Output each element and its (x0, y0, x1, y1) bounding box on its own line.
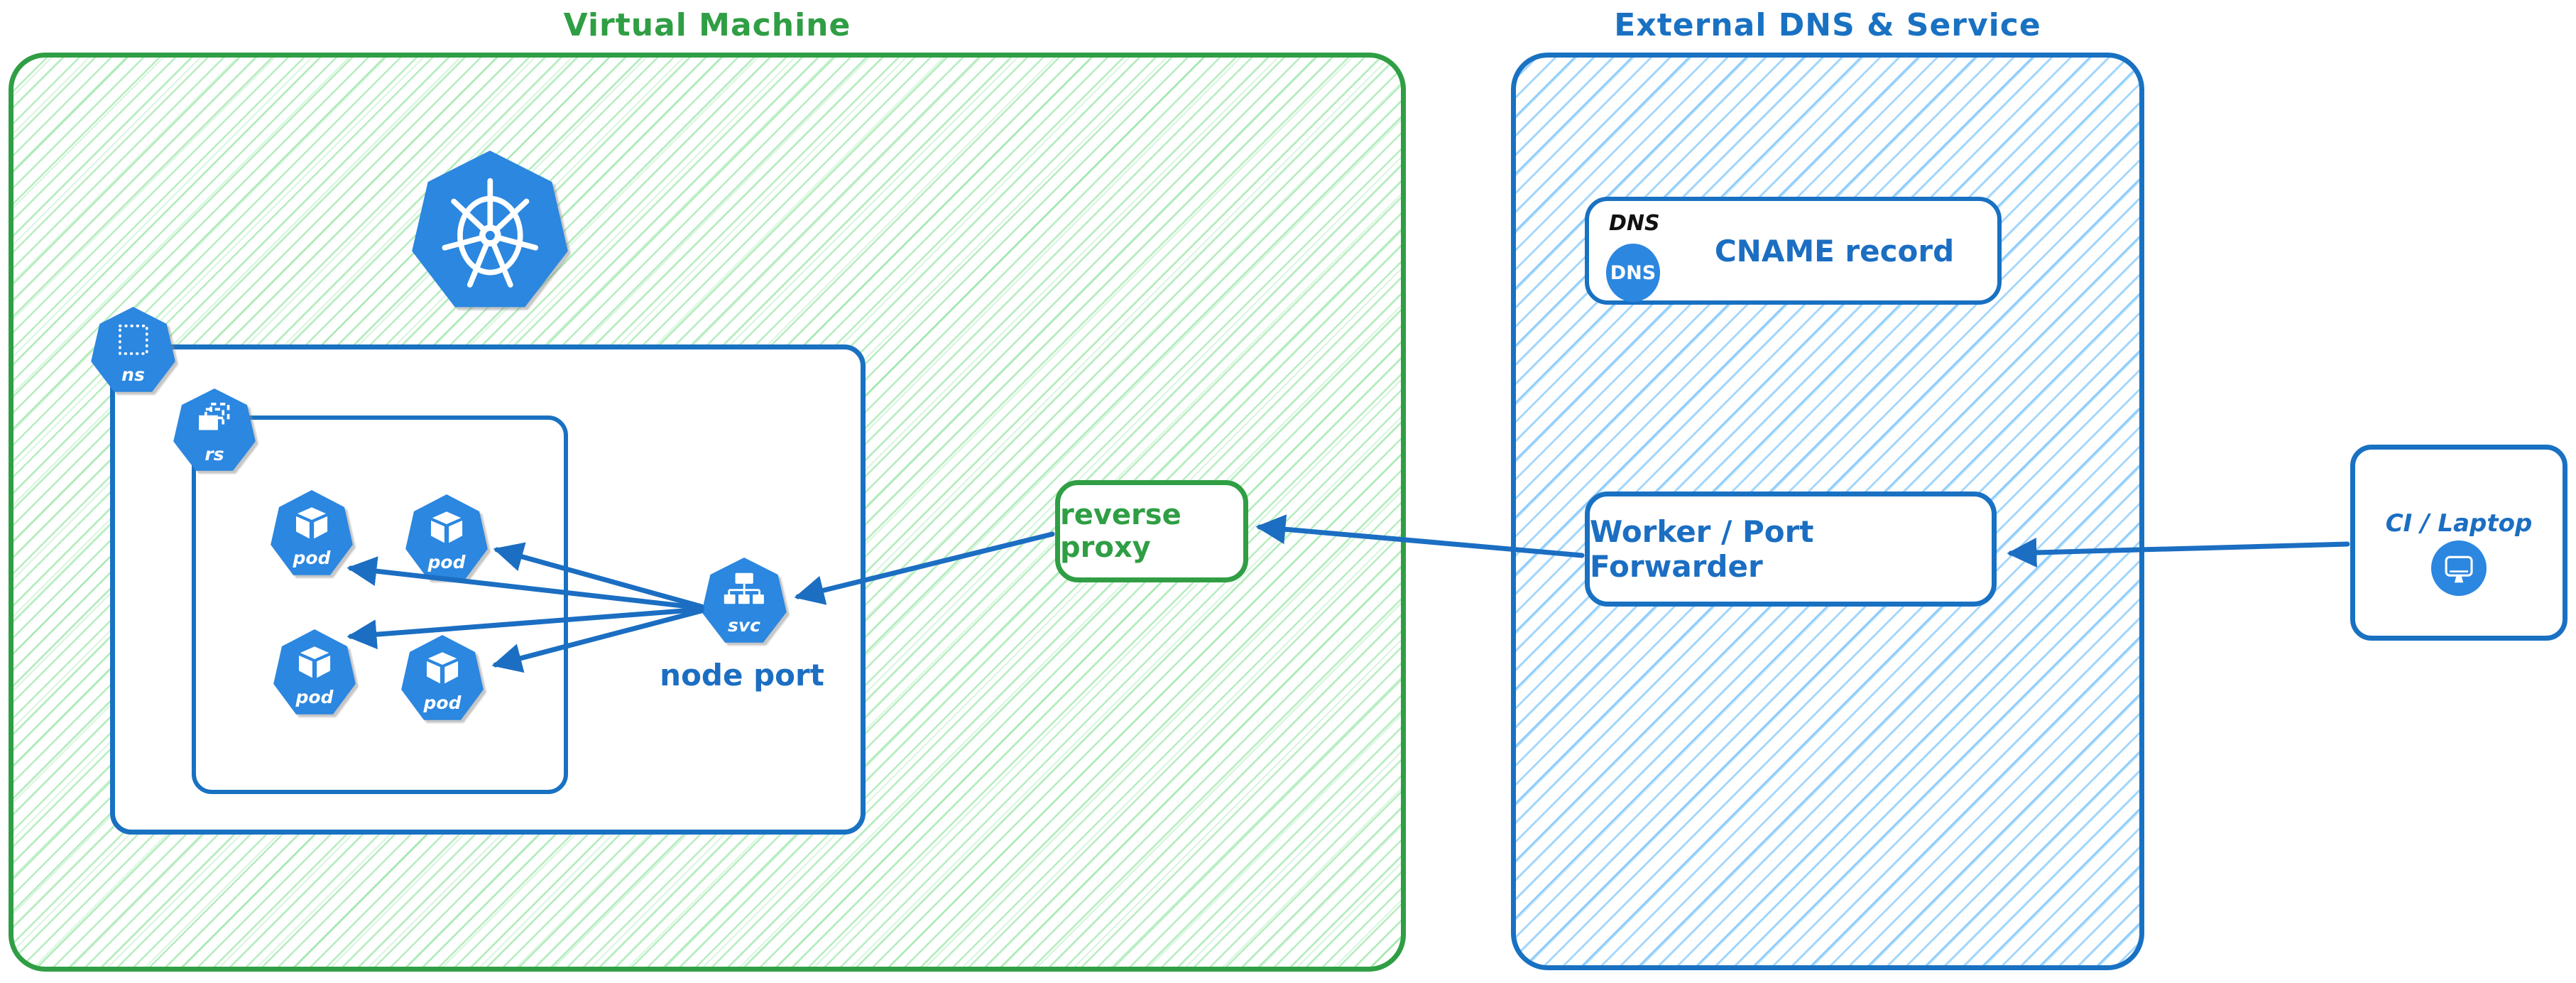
cube-glyph (298, 646, 331, 678)
monitor-icon (2431, 541, 2487, 596)
stacked-squares-glyph (199, 403, 230, 430)
dns-badge-icon: DNS (1606, 244, 1660, 302)
namespace-icon-label: ns (121, 364, 145, 385)
pod-icon-label: pod (295, 687, 334, 707)
replicaset-icon: rs (173, 389, 256, 475)
service-tree-glyph (724, 572, 764, 604)
cube-glyph (430, 511, 463, 543)
dotted-square-glyph (118, 324, 148, 355)
ship-wheel-glyph (442, 178, 538, 288)
vm-section-title: Virtual Machine (563, 6, 851, 43)
reverse-proxy-label: reverse proxy (1060, 499, 1181, 564)
pod-icon: pod (405, 494, 489, 584)
ci-laptop-label: CI / Laptop (2385, 509, 2533, 538)
pod-icon-label: pod (423, 693, 462, 713)
reverse-proxy-box: reverse proxy (1055, 480, 1248, 582)
pod-icon: pod (270, 490, 354, 580)
ci-laptop-box: CI / Laptop (2350, 445, 2567, 641)
cname-record-label: CNAME record (1714, 233, 1955, 268)
service-icon: svc (701, 558, 787, 647)
worker-port-forwarder-label: Worker / Port Forwarder (1590, 514, 1814, 584)
cube-glyph (295, 507, 328, 539)
external-section-title: External DNS & Service (1614, 6, 2041, 43)
namespace-icon: ns (90, 307, 176, 396)
pod-icon: pod (273, 629, 356, 719)
pod-icon-label: pod (427, 552, 466, 572)
dns-badge-label: DNS (1610, 261, 1657, 284)
worker-port-forwarder-box: Worker / Port Forwarder (1585, 492, 1997, 607)
replicaset-icon-label: rs (204, 444, 224, 465)
service-icon-label: svc (728, 615, 760, 636)
cube-glyph (426, 652, 459, 684)
dns-tag-label: DNS (1609, 211, 1660, 236)
dns-cname-card: DNS DNS CNAME record (1585, 197, 2002, 305)
kubernetes-logo-icon (410, 151, 569, 315)
pod-icon-label: pod (293, 548, 331, 568)
node-port-label: node port (660, 658, 824, 693)
pod-icon: pod (400, 635, 484, 724)
monitor-glyph (2445, 555, 2473, 583)
